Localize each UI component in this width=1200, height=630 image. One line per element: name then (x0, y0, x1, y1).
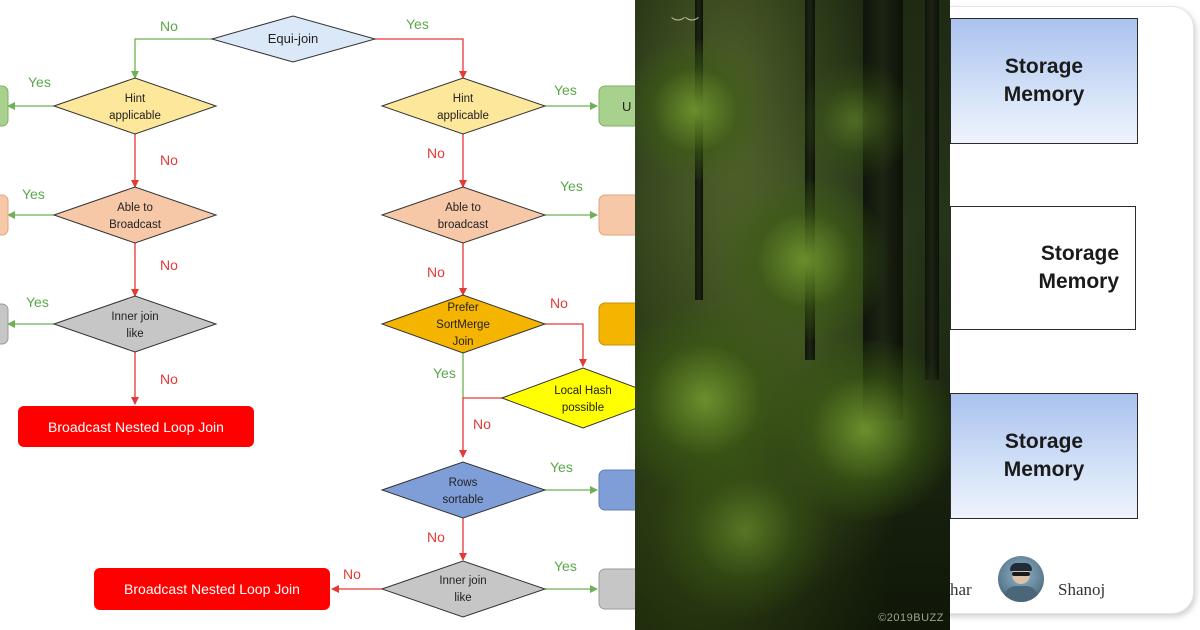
author-name-partial: har (950, 580, 972, 599)
label-yes-inner-right: Yes (554, 558, 577, 574)
storage-box-line1: Storage (1004, 430, 1084, 453)
decision-hint-left: Hint applicable (52, 77, 218, 135)
partial-result-boxes: U (0, 85, 635, 610)
decision-label-line1: Inner join (111, 311, 158, 323)
decision-label-line3: Join (452, 336, 473, 348)
label-yes-equi: Yes (406, 16, 429, 32)
decision-label-line2: Broadcast (109, 219, 162, 231)
storage-box-2: Storage Memory (950, 206, 1136, 330)
decision-label-line2: applicable (109, 110, 161, 122)
decision-label-line2: like (126, 328, 143, 340)
decision-label-line1: Hint (453, 93, 474, 105)
result-label: Broadcast Nested Loop Join (124, 581, 300, 597)
edge-equi-no (131, 38, 212, 79)
photo-watermark: ©2019BUZZ (878, 612, 944, 624)
storage-box-3: Storage Memory (950, 393, 1138, 519)
edge-labels: No Yes Yes No Yes No Yes No Yes No Yes N… (22, 16, 583, 582)
storage-memory-panel: Storage Memory Storage Memory Storage Me… (950, 0, 1200, 630)
decision-label-line1: Local Hash (554, 385, 612, 397)
bird-icon: ︶︶ (671, 16, 699, 32)
decision-inner-join-right: Inner join like (380, 560, 547, 618)
edge-prefer-no (545, 323, 587, 367)
decision-label-line1: Hint (125, 93, 146, 105)
result-bnlj-bottom: Broadcast Nested Loop Join (94, 568, 330, 610)
foliage (655, 440, 835, 620)
label-yes-hint-left: Yes (28, 74, 51, 90)
label-no-inner-left: No (160, 371, 178, 387)
label-no-hint-left: No (160, 152, 178, 168)
label-no-broadcast-right: No (427, 264, 445, 280)
foliage (795, 60, 915, 180)
decision-label-line2: like (454, 592, 471, 604)
storage-box-line2: Memory (1038, 270, 1119, 293)
decision-broadcast-right: Able to broadcast (380, 186, 547, 244)
spark-join-selection-flowchart: No Yes Yes No Yes No Yes No Yes No Yes N… (0, 15, 635, 618)
decision-broadcast-left: Able to Broadcast (52, 186, 218, 244)
decision-hint-right: Hint applicable (380, 77, 547, 135)
decision-label-line1: Prefer (447, 302, 478, 314)
label-no-prefer: No (550, 295, 568, 311)
decision-label: Equi-join (268, 31, 319, 46)
decision-label-line2: SortMerge (436, 319, 490, 331)
author-avatar (998, 556, 1044, 602)
decision-label-line1: Able to (445, 202, 481, 214)
decision-label-line2: sortable (443, 494, 484, 506)
label-yes-inner-left: Yes (26, 294, 49, 310)
label-no-sortable: No (427, 529, 445, 545)
label-yes-broadcast-left: Yes (22, 186, 45, 202)
edge-equi-yes (375, 38, 467, 79)
decision-label-line1: Able to (117, 202, 153, 214)
result-bnlj-left: Broadcast Nested Loop Join (18, 406, 254, 447)
foliage (635, 40, 775, 180)
edge-localhash-no (459, 397, 504, 458)
storage-box-1: Storage Memory (950, 18, 1138, 144)
label-yes-sortable: Yes (550, 459, 573, 475)
decision-prefer-sortmerge: Prefer SortMerge Join (380, 294, 547, 354)
label-yes-broadcast-right: Yes (560, 178, 583, 194)
decision-label-line1: Rows (449, 477, 478, 489)
decision-label-line2: possible (562, 402, 604, 414)
storage-box-line1: Storage (1040, 242, 1119, 265)
forest-photo: ︶︶ ©2019BUZZ (635, 0, 950, 630)
decision-equi-join: Equi-join (210, 15, 377, 63)
label-no-broadcast-left: No (160, 257, 178, 273)
tree-trunk (925, 0, 939, 380)
label-no-hint-right: No (427, 145, 445, 161)
label-no-equi: No (160, 18, 178, 34)
result-label: Broadcast Nested Loop Join (48, 419, 224, 435)
partial-result-label: U (622, 99, 631, 114)
decision-local-hash: Local Hash possible (500, 367, 635, 429)
label-yes-hint-right: Yes (554, 82, 577, 98)
storage-box-line2: Memory (1003, 458, 1085, 481)
decision-label-line1: Inner join (439, 575, 486, 587)
label-no-inner-right: No (343, 566, 361, 582)
decision-label-line2: applicable (437, 110, 489, 122)
label-yes-prefer: Yes (433, 365, 456, 381)
label-no-localhash: No (473, 416, 491, 432)
decision-rows-sortable: Rows sortable (380, 461, 547, 519)
decision-inner-join-left: Inner join like (52, 295, 218, 353)
connector-lines (7, 38, 598, 593)
decision-label-line2: broadcast (438, 219, 489, 231)
storage-box-line2: Memory (1003, 83, 1085, 106)
storage-box-line1: Storage (1004, 55, 1084, 78)
author-name: Shanoj (1058, 580, 1106, 599)
